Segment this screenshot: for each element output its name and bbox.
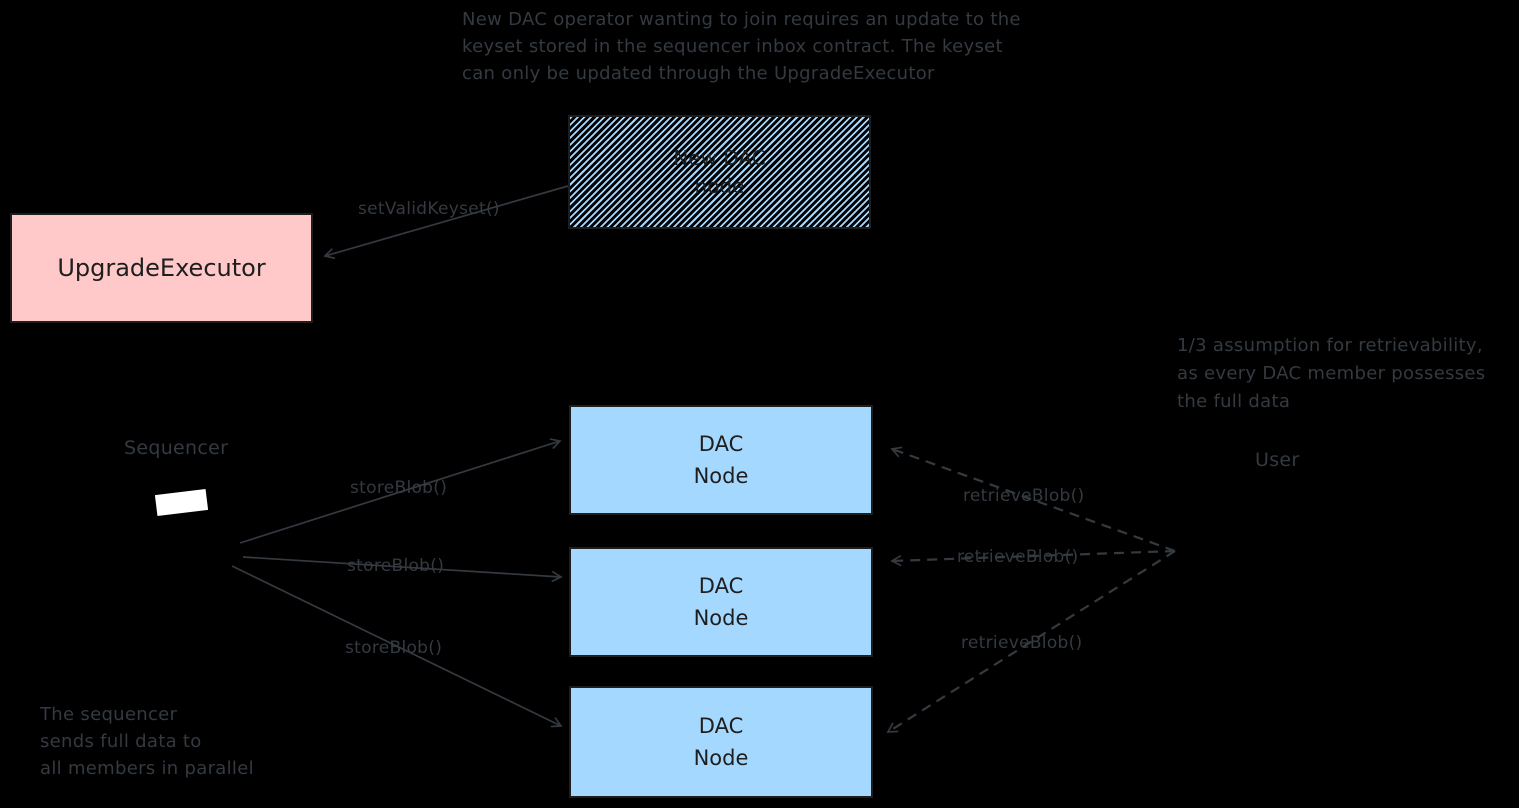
dac-node-label-3: DAC Node	[693, 714, 749, 770]
set-valid-keyset-label: setValidKeyset()	[358, 199, 500, 219]
dac-node-box-2: DAC Node	[569, 547, 873, 657]
parallel-note: The sequencer sends full data to all mem…	[40, 704, 254, 779]
new-dac-node-label: New DAC node	[673, 146, 766, 198]
store-blob-label-3: storeBlob()	[345, 638, 443, 658]
dac-node-label-1: DAC Node	[693, 432, 749, 488]
dac-node-label-2: DAC Node	[693, 574, 749, 630]
retrieve-blob-label-1: retrieveBlob()	[963, 486, 1085, 506]
sequencer-chip	[154, 488, 209, 517]
retrieve-blob-label-3: retrieveBlob()	[961, 633, 1083, 653]
dac-node-box-1: DAC Node	[569, 405, 873, 515]
upgrade-executor-label: UpgradeExecutor	[57, 254, 266, 282]
retrievability-note: 1/3 assumption for retrievability, as ev…	[1177, 335, 1486, 412]
sequencer-label: Sequencer	[124, 437, 229, 459]
retrieve-blob-label-2: retrieveBlob()	[957, 547, 1079, 567]
store-blob-label-1: storeBlob()	[350, 478, 448, 498]
new-dac-node-box: New DAC node	[568, 115, 871, 229]
upgrade-executor-box: UpgradeExecutor	[10, 213, 313, 323]
top-note: New DAC operator wanting to join require…	[462, 9, 1021, 84]
store-blob-label-2: storeBlob()	[347, 556, 445, 576]
dac-node-box-3: DAC Node	[569, 686, 873, 798]
set-valid-keyset-arrow	[323, 185, 569, 260]
user-label: User	[1255, 449, 1300, 471]
